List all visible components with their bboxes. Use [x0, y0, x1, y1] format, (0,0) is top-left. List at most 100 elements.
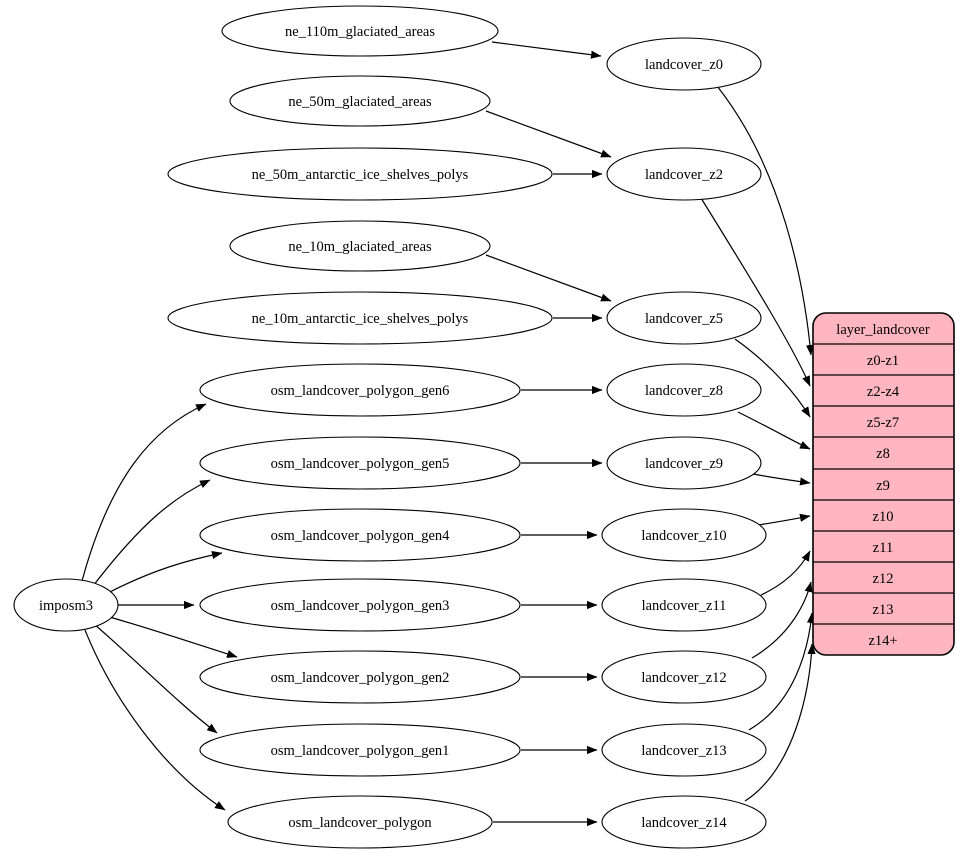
- edge-landcover_z2-row-z2-z4: [700, 197, 811, 387]
- node-osm_landcover_polygon_gen1: osm_landcover_polygon_gen1: [199, 723, 521, 777]
- edge-landcover_z5-row-z5-z7: [734, 338, 811, 418]
- node-landcover_z0: landcover_z0: [606, 37, 762, 91]
- node-landcover_z2: landcover_z2: [606, 147, 762, 201]
- node-shape: [221, 5, 499, 57]
- node-label: landcover_z13: [641, 743, 726, 759]
- node-shape: [606, 291, 762, 345]
- node-label: osm_landcover_polygon_gen5: [271, 456, 450, 472]
- node-shape: [167, 147, 553, 201]
- node-osm_landcover_polygon_gen3: osm_landcover_polygon_gen3: [199, 578, 521, 632]
- node-osm_landcover_polygon: osm_landcover_polygon: [227, 795, 493, 849]
- node-ne_10m_antarctic_ice_shelves_polys: ne_10m_antarctic_ice_shelves_polys: [167, 291, 553, 345]
- node-label: osm_landcover_polygon_gen1: [271, 743, 450, 759]
- node-label: osm_landcover_polygon_gen3: [271, 598, 450, 614]
- node-label: ne_50m_antarctic_ice_shelves_polys: [252, 167, 469, 183]
- node-shape: [167, 291, 553, 345]
- edge-ne_10m_glaciated_areas-landcover_z5: [485, 254, 612, 302]
- edge-layer: [81, 41, 816, 827]
- edge-landcover_z14-row-z14plus: [744, 643, 816, 802]
- node-label: landcover_z5: [645, 311, 723, 327]
- node-label: osm_landcover_polygon_gen2: [271, 670, 450, 686]
- table-row-z8: z8: [876, 446, 890, 462]
- node-landcover_z11: landcover_z11: [601, 578, 767, 632]
- node-label: landcover_z11: [642, 598, 727, 614]
- node-label: landcover_z2: [645, 167, 723, 183]
- node-label: landcover_z9: [645, 456, 723, 472]
- node-shape: [601, 650, 767, 704]
- table-row-z5-z7: z5-z7: [867, 415, 899, 431]
- node-landcover_z8: landcover_z8: [606, 363, 762, 417]
- node-osm_landcover_polygon_gen2: osm_landcover_polygon_gen2: [199, 650, 521, 704]
- edge-landcover_z9-row-z9: [752, 473, 811, 486]
- node-ne_110m_glaciated_areas: ne_110m_glaciated_areas: [221, 5, 499, 57]
- node-osm_landcover_polygon_gen6: osm_landcover_polygon_gen6: [199, 363, 521, 417]
- edge-imposm3-osm_landcover_polygon_gen6: [81, 403, 207, 582]
- layer-landcover-table: layer_landcover z0-z1 z2-z4 z5-z7 z8 z9 …: [812, 312, 955, 656]
- node-ne_10m_glaciated_areas: ne_10m_glaciated_areas: [229, 220, 491, 272]
- edge-landcover_z8-row-z8: [737, 411, 811, 450]
- node-label: landcover_z8: [645, 383, 723, 399]
- node-shape: [229, 220, 491, 272]
- node-osm_landcover_polygon_gen4: osm_landcover_polygon_gen4: [199, 508, 521, 562]
- node-shape: [606, 37, 762, 91]
- edge-imposm3-osm_landcover_polygon_gen5: [92, 479, 211, 587]
- node-osm_landcover_polygon_gen5: osm_landcover_polygon_gen5: [199, 436, 521, 490]
- node-shape: [606, 436, 762, 490]
- node-label: ne_50m_glaciated_areas: [288, 94, 432, 110]
- node-shape: [606, 363, 762, 417]
- edge-ne_50m_glaciated_areas-landcover_z2: [485, 110, 612, 158]
- table-row-z14plus: z14+: [868, 633, 897, 649]
- table-row-z9: z9: [876, 478, 890, 494]
- node-label: osm_landcover_polygon_gen6: [271, 383, 450, 399]
- edge-imposm3-osm_landcover_polygon: [84, 629, 226, 811]
- node-imposm3-shape: [13, 578, 119, 632]
- node-shape: [199, 508, 521, 562]
- node-landcover_z5: landcover_z5: [606, 291, 762, 345]
- table-row-z13: z13: [873, 602, 894, 618]
- node-ne_50m_antarctic_ice_shelves_polys: ne_50m_antarctic_ice_shelves_polys: [167, 147, 553, 201]
- layer-landcover-title: layer_landcover: [836, 322, 930, 338]
- node-landcover_z14: landcover_z14: [601, 795, 767, 849]
- node-shape: [601, 723, 767, 777]
- table-row-z11: z11: [873, 540, 893, 556]
- node-shape: [606, 147, 762, 201]
- node-landcover_z10: landcover_z10: [601, 508, 767, 562]
- node-label: landcover_z0: [645, 57, 723, 73]
- layer-landcover-table-body: [812, 312, 955, 656]
- node-imposm3-label: imposm3: [39, 598, 93, 614]
- node-shape: [601, 795, 767, 849]
- node-label: osm_landcover_polygon: [288, 815, 432, 831]
- node-landcover_z13: landcover_z13: [601, 723, 767, 777]
- node-landcover_z12: landcover_z12: [601, 650, 767, 704]
- node-ne_50m_glaciated_areas: ne_50m_glaciated_areas: [229, 75, 491, 127]
- node-shape: [199, 650, 521, 704]
- edge-imposm3-osm_landcover_polygon_gen4: [105, 551, 223, 595]
- edge-ne_110m_glaciated_areas-landcover_z0: [491, 41, 602, 59]
- node-shape: [199, 578, 521, 632]
- node-shape: [199, 723, 521, 777]
- node-landcover_z9: landcover_z9: [606, 436, 762, 490]
- table-row-z0-z1: z0-z1: [867, 353, 899, 369]
- edge-landcover_z13-row-z13: [748, 612, 816, 731]
- table-row-z2-z4: z2-z4: [867, 384, 900, 400]
- edge-landcover_z0-row-z0-z1: [716, 85, 815, 356]
- node-label: osm_landcover_polygon_gen4: [271, 528, 451, 544]
- node-shape: [601, 578, 767, 632]
- table-row-z10: z10: [873, 509, 894, 525]
- node-shape: [601, 508, 767, 562]
- node-shape: [199, 436, 521, 490]
- table-row-z12: z12: [873, 571, 894, 587]
- node-imposm3: imposm3: [13, 578, 119, 632]
- node-label: landcover_z12: [641, 670, 726, 686]
- edge-imposm3-osm_landcover_polygon_gen1: [93, 623, 218, 734]
- node-label: ne_110m_glaciated_areas: [285, 24, 435, 40]
- node-label: ne_10m_glaciated_areas: [288, 239, 432, 255]
- node-shape: [229, 75, 491, 127]
- edge-imposm3-osm_landcover_polygon_gen2: [105, 615, 238, 658]
- edge-landcover_z10-row-z10: [757, 513, 811, 526]
- edge-landcover_z11-row-z11: [760, 550, 811, 596]
- node-label: landcover_z10: [641, 528, 726, 544]
- node-label: landcover_z14: [641, 815, 727, 831]
- node-shape: [227, 795, 493, 849]
